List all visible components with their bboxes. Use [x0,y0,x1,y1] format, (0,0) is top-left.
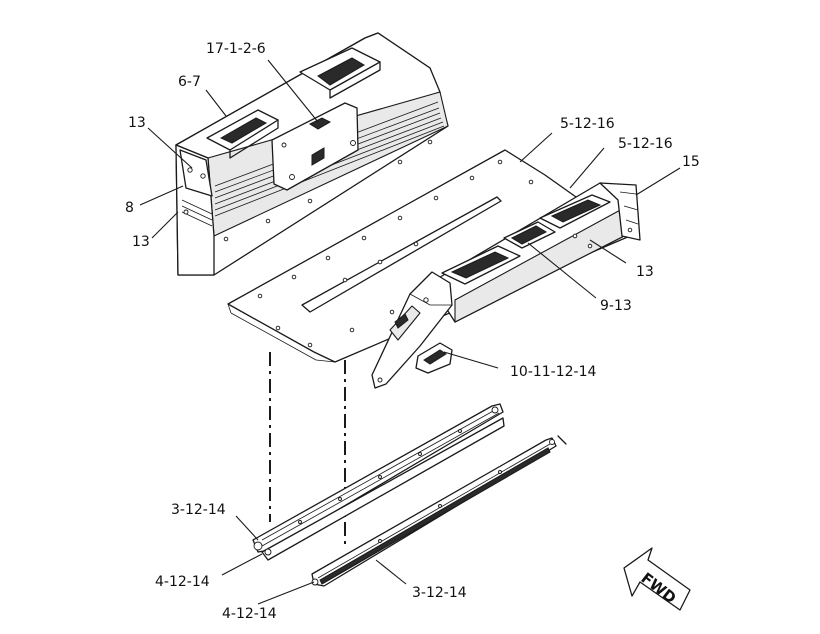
rear-step-panel [175,32,449,276]
leader-lines [139,59,681,605]
lower-rail-lower [311,435,567,587]
callout-5-12-16-b: 5-12-16 [618,136,673,152]
callout-3-12-14-lower: 3-12-14 [412,585,467,601]
callout-15: 15 [682,154,700,170]
callout-10-11-12-14: 10-11-12-14 [510,364,597,380]
callout-9-13: 9-13 [600,298,632,314]
callout-13-right: 13 [636,264,654,280]
callout-4-12-14-upper: 4-12-14 [155,574,210,590]
callout-6-7: 6-7 [178,74,201,90]
forward-direction-arrow: FWD [623,547,691,611]
callout-4-12-14-lower: 4-12-14 [222,606,277,622]
lower-rail-upper [252,403,505,561]
floor-plate [227,149,631,363]
front-step-assembly [371,182,641,389]
callout-labels: 17-1-2-6 6-7 13 8 13 5-12-16 5-12-16 15 … [125,41,700,622]
callout-17-1-2-6: 17-1-2-6 [206,41,266,57]
callout-5-12-16-a: 5-12-16 [560,116,615,132]
callout-13-left: 13 [132,234,150,250]
callout-8: 8 [125,200,134,216]
callout-3-12-14-upper: 3-12-14 [171,502,226,518]
callout-13-top: 13 [128,115,146,131]
